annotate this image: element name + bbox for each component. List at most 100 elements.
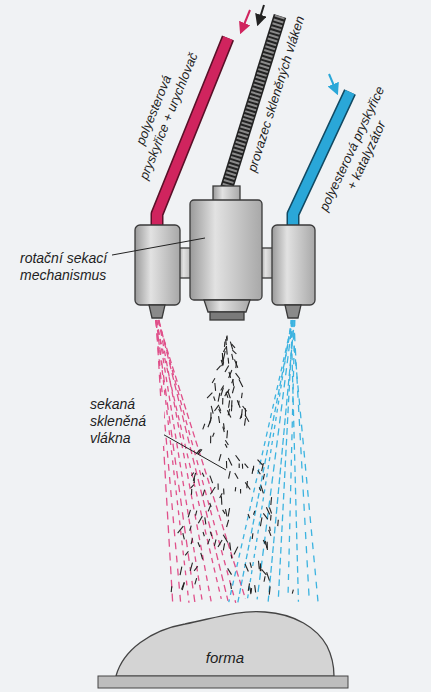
fibre-stroke xyxy=(239,463,240,468)
fibre-stroke xyxy=(222,362,224,366)
fibre-stroke xyxy=(203,490,205,496)
spray-stroke xyxy=(238,320,293,604)
fibre-stroke xyxy=(210,487,215,494)
fibre-stroke xyxy=(202,473,204,477)
fibre-stroke xyxy=(171,586,173,592)
fibre-stroke xyxy=(232,379,234,385)
fibre-stroke xyxy=(228,508,229,516)
fibre-stroke xyxy=(245,464,249,468)
spray-stroke xyxy=(288,320,295,599)
fibre-stroke xyxy=(190,563,192,571)
spray-stroke xyxy=(157,320,203,602)
fibre-stroke xyxy=(292,590,293,594)
fibre-stroke xyxy=(227,520,229,527)
fibre-stroke xyxy=(263,474,264,480)
part-label: sekaná skleněná vlákna xyxy=(88,396,164,446)
fibre-stroke xyxy=(215,405,219,411)
fibre-stroke xyxy=(240,489,241,493)
fibre-stroke xyxy=(218,393,220,402)
fibre-stroke xyxy=(213,433,215,437)
fibre-stroke xyxy=(226,461,227,468)
fibre-stroke xyxy=(238,401,240,405)
fibre-stroke xyxy=(226,346,228,355)
fibre-stroke xyxy=(246,481,248,488)
fibre-stroke xyxy=(223,488,224,494)
fibre-stroke xyxy=(218,540,222,547)
fibre-stroke xyxy=(223,543,224,550)
fibre-stroke xyxy=(240,414,242,419)
fibre-stroke xyxy=(245,564,248,572)
fibre-stroke xyxy=(201,553,203,560)
part-label: rotační sekací mechanismus xyxy=(18,250,112,284)
fibre-stroke xyxy=(254,585,256,592)
fibre-stroke xyxy=(196,511,197,516)
fibre-stroke xyxy=(180,567,182,575)
fibre-stroke xyxy=(236,455,240,461)
fibre-stroke xyxy=(210,436,211,444)
fibre-stroke xyxy=(223,423,225,429)
fibre-stroke xyxy=(230,583,232,589)
fibre-stroke xyxy=(228,358,230,364)
fibre-stroke xyxy=(191,485,194,489)
fibre-stroke xyxy=(253,466,255,471)
fibre-stroke xyxy=(205,517,206,524)
fibre-stroke xyxy=(194,566,198,571)
fibre-stroke xyxy=(194,478,195,484)
fibre-stroke xyxy=(221,388,224,396)
fibre-stroke xyxy=(229,400,230,407)
fibre-stroke xyxy=(226,430,228,438)
spray-stroke xyxy=(156,320,222,599)
fibre-stroke xyxy=(219,454,221,461)
spray-stroke xyxy=(158,320,246,599)
fibre-stroke xyxy=(232,350,236,354)
fibre-stroke xyxy=(231,400,232,406)
fibre-stroke xyxy=(235,473,238,479)
fibre-stroke xyxy=(207,393,212,398)
fibre-stroke xyxy=(259,487,261,491)
fibre-stroke xyxy=(237,400,240,408)
fibre-stroke xyxy=(235,487,237,491)
fibre-stroke xyxy=(248,583,249,591)
fibre-stroke xyxy=(250,588,252,594)
fibre-stroke xyxy=(208,539,210,544)
resin-spray-red xyxy=(156,320,246,603)
fibre-stroke xyxy=(211,406,213,414)
fibre-stroke xyxy=(208,420,211,428)
fibre-stroke xyxy=(269,508,271,514)
flow-arrow xyxy=(241,10,250,32)
fibre-stroke xyxy=(269,587,271,595)
base-plate xyxy=(98,676,348,688)
fibre-stroke xyxy=(214,383,216,391)
fibre-stroke xyxy=(230,555,232,559)
fibre-stroke xyxy=(223,351,225,359)
fibre-stroke xyxy=(269,527,271,531)
fibre-stroke xyxy=(214,539,216,545)
fibre-stroke xyxy=(229,471,231,478)
fibre-stroke xyxy=(258,561,260,569)
fibre-stroke xyxy=(223,535,228,543)
fibre-stroke xyxy=(239,379,243,387)
fibre-stroke xyxy=(270,515,272,521)
fibre-stroke xyxy=(217,366,221,370)
fibre-stroke xyxy=(222,353,224,362)
fibre-stroke xyxy=(208,505,211,511)
fibre-stroke xyxy=(227,335,228,339)
fibre-stroke xyxy=(262,569,267,575)
mould-label: forma xyxy=(115,649,335,666)
fibre-stroke xyxy=(232,386,234,393)
fibre-stroke xyxy=(218,484,219,490)
flow-arrow xyxy=(329,74,337,93)
fibre-stroke xyxy=(210,532,212,537)
fibre-stroke xyxy=(241,393,243,398)
fibre-stroke xyxy=(182,583,184,590)
fibre-stroke xyxy=(222,398,223,404)
fibre-stroke xyxy=(260,563,262,571)
fibre-stroke xyxy=(229,370,232,378)
mould-body xyxy=(116,612,334,676)
fibre-stroke xyxy=(267,572,270,580)
fibre-stroke xyxy=(198,542,200,547)
spray-gun xyxy=(135,186,315,320)
spray-stroke xyxy=(158,320,235,603)
fibre-stroke xyxy=(262,463,264,471)
fibre-stroke xyxy=(225,444,227,448)
